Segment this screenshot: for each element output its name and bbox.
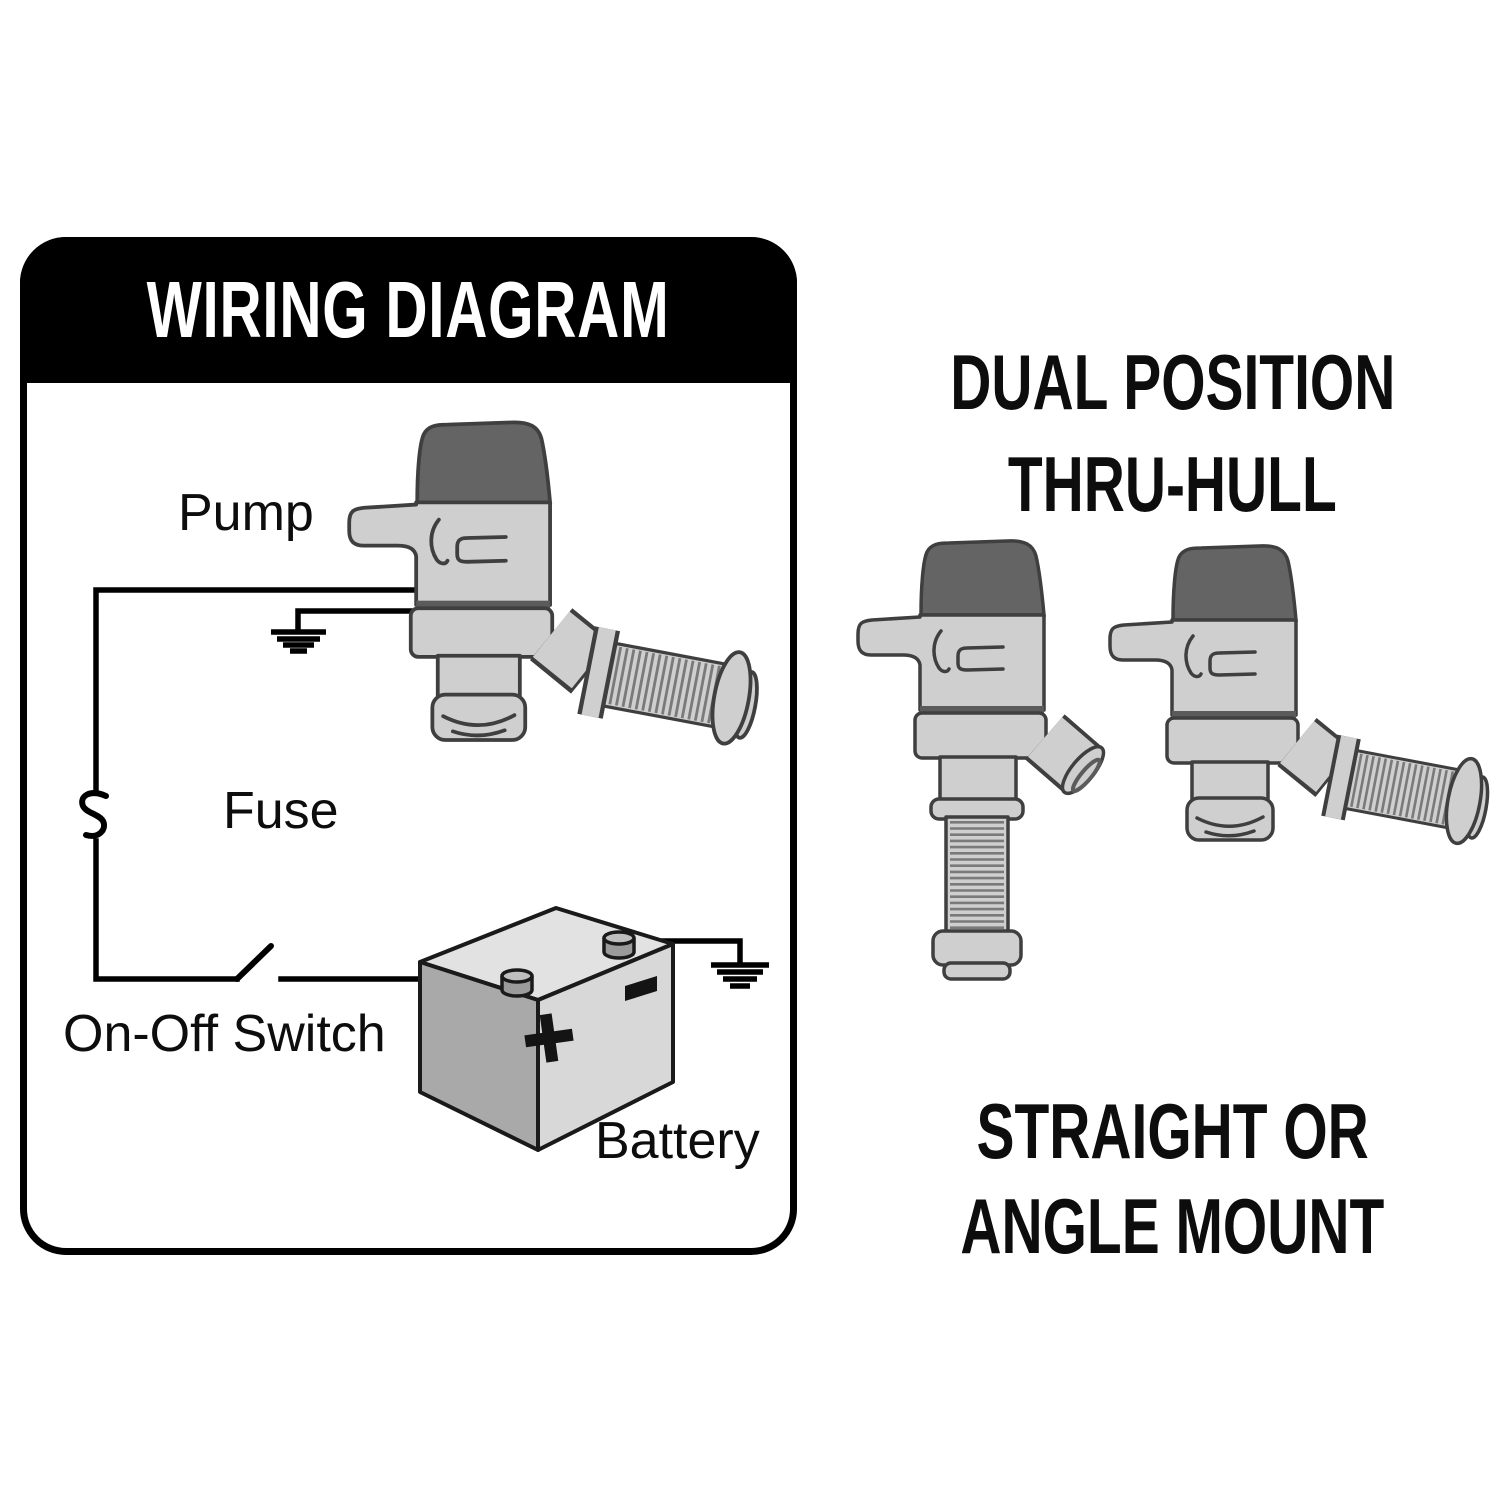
- right-caption-line2: ANGLE MOUNT: [960, 1182, 1385, 1270]
- wiring-diagram-panel: WIRING DIAGRAM: [20, 237, 797, 1255]
- battery-terminal-negative: [602, 930, 636, 960]
- right-heading-line2: THRU-HULL: [1008, 440, 1337, 528]
- plus-icon: [524, 1013, 574, 1063]
- wiring-circuit: [79, 587, 769, 989]
- ground-icon-pump: [271, 608, 428, 654]
- right-heading-line1: DUAL POSITION: [949, 338, 1395, 426]
- fuse-label: Fuse: [223, 782, 339, 840]
- fuse-icon: [79, 790, 109, 839]
- angle-pump-illustration: [1110, 546, 1494, 848]
- battery-terminal-positive: [500, 968, 534, 998]
- battery-illustration: [418, 906, 675, 1152]
- switch-label: On-Off Switch: [63, 1005, 386, 1063]
- battery-label: Battery: [595, 1112, 760, 1170]
- minus-icon: [625, 976, 657, 1001]
- pump-illustration-wiring: [349, 422, 764, 748]
- right-caption-line1: STRAIGHT OR: [976, 1087, 1369, 1175]
- positive-wire: [93, 587, 428, 796]
- wiring-diagram-header: WIRING DIAGRAM: [20, 237, 797, 383]
- wiring-diagram-title: WIRING DIAGRAM: [147, 265, 670, 354]
- straight-pump-illustration: [858, 541, 1110, 979]
- switch-blade-icon: [234, 943, 274, 982]
- wire-to-switch: [93, 838, 240, 982]
- pump-label: Pump: [178, 484, 314, 542]
